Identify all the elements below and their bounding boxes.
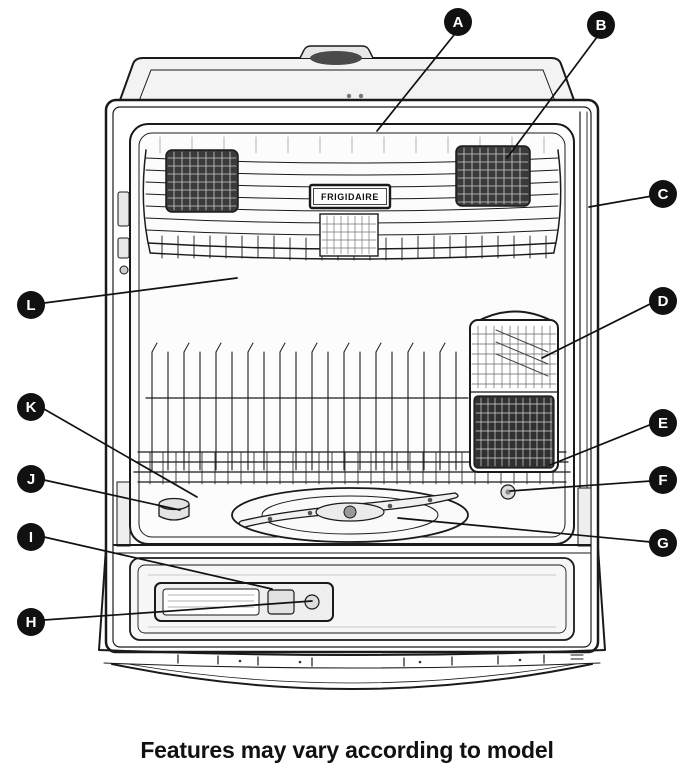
silverware-basket: [469, 310, 559, 473]
callout-line-e: [549, 423, 653, 466]
callout-badge-e: E: [649, 409, 677, 437]
callout-badge-i: I: [17, 523, 45, 551]
callout-badge-f: F: [649, 466, 677, 494]
callout-letter: L: [26, 296, 36, 314]
spray-arm-assembly: [158, 484, 516, 543]
callout-line-i: [43, 536, 273, 590]
door: [98, 544, 606, 651]
callout-letter: A: [452, 13, 464, 31]
callout-badge-h: H: [17, 608, 45, 636]
upper-rack-shelf: [319, 213, 379, 257]
upper-rack-left-basket: [165, 149, 239, 213]
kick-panel: [98, 649, 606, 690]
callout-letter: B: [595, 16, 607, 34]
left-hinge: [117, 191, 130, 227]
tub: [129, 123, 575, 545]
callout-line-b: [506, 32, 601, 159]
callout-letter: F: [658, 471, 668, 489]
callout-badge-b: B: [587, 11, 615, 39]
callout-badge-g: G: [649, 529, 677, 557]
callout-letter: J: [26, 470, 36, 488]
detergent-dispenser: [154, 582, 334, 622]
callout-line-l: [43, 277, 238, 304]
upper-rack: FRIGIDAIRE: [142, 145, 562, 261]
callout-line-h: [43, 600, 313, 621]
caption: Features may vary according to model: [140, 737, 554, 763]
callout-line-f: [509, 480, 652, 492]
callout-badge-a: A: [444, 8, 472, 36]
callout-letter: E: [657, 414, 668, 432]
upper-rack-right-basket: [455, 145, 531, 207]
callout-letter: H: [25, 613, 37, 631]
callout-badge-d: D: [649, 287, 677, 315]
callout-line-a: [376, 29, 459, 132]
callout-badge-k: K: [17, 393, 45, 421]
callout-letter: I: [28, 528, 34, 546]
callout-line-c: [588, 195, 653, 208]
callout-line-k: [43, 408, 198, 498]
callout-line-g: [397, 517, 652, 543]
callout-line-d: [541, 302, 653, 359]
callout-lines: [43, 29, 653, 621]
callout-badge-j: J: [17, 465, 45, 493]
callout-letter: G: [657, 534, 669, 552]
lower-rack: [133, 342, 571, 485]
callout-badge-l: L: [17, 291, 45, 319]
callout-letter: C: [657, 185, 669, 203]
callout-letter: D: [657, 292, 669, 310]
brand-plate: FRIGIDAIRE: [308, 183, 392, 210]
callout-line-j: [43, 479, 181, 511]
brand-label: FRIGIDAIRE: [321, 192, 379, 202]
callout-badge-c: C: [649, 180, 677, 208]
callout-letter: K: [25, 398, 37, 416]
